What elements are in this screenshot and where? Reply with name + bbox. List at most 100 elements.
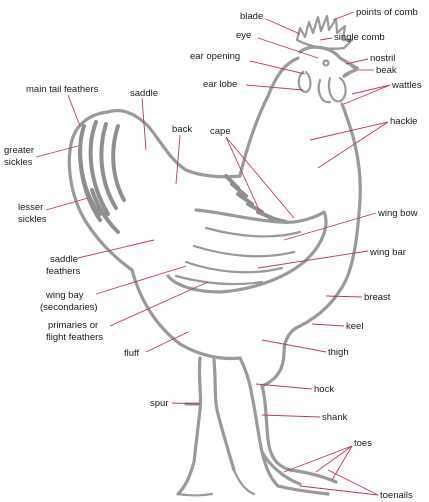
leader-wattles-1	[351, 84, 391, 95]
leader-toes-2	[315, 445, 353, 473]
labels: blade points of comb eye single comb ear…	[4, 7, 422, 501]
leader-blade	[265, 18, 301, 35]
leader-wattles-2	[343, 84, 391, 105]
label-ear-opening: ear opening	[190, 51, 240, 62]
label-fluff: fluff	[124, 348, 140, 359]
tail-outer	[67, 110, 134, 272]
label-wattles: wattles	[391, 80, 422, 91]
label-saddle-feathers-2: feathers	[46, 266, 81, 277]
sickle-feather-5	[78, 148, 102, 216]
wattle-inner	[317, 78, 332, 104]
label-blade: blade	[240, 11, 263, 22]
right-leg-back	[260, 384, 292, 472]
leader-fluff	[145, 331, 189, 353]
wing-bow-line	[204, 226, 302, 238]
leader-saddle-feathers	[77, 239, 155, 259]
primaries-line	[174, 274, 264, 286]
leader-cape-2	[225, 136, 295, 219]
label-greater-sickles-1: greater	[4, 145, 34, 156]
wing-bay-line	[184, 260, 284, 274]
leader-wing-bar	[257, 250, 369, 269]
neck-back	[238, 56, 300, 178]
leader-hackle-2	[317, 121, 389, 169]
wattles-shape	[327, 76, 347, 103]
sickle-feather-6	[90, 188, 120, 234]
label-toenails: toenails	[380, 490, 413, 501]
leader-wing-bow	[283, 212, 377, 241]
label-primaries-2: flight feathers	[46, 332, 103, 343]
leader-back	[175, 134, 181, 185]
leader-toes-1	[283, 445, 353, 473]
label-keel: keel	[346, 321, 363, 332]
belly-outline	[130, 268, 242, 361]
label-main-tail-feathers: main tail feathers	[26, 84, 99, 95]
leader-toenails-1	[299, 485, 379, 496]
sickle-feather-4	[111, 124, 126, 202]
leader-points-of-comb	[332, 11, 355, 21]
label-greater-sickles-2: sickles	[4, 157, 33, 168]
neck-front	[340, 102, 362, 282]
leader-toenails-2	[327, 469, 379, 496]
wing-bar-line	[192, 244, 296, 258]
label-single-comb: single comb	[334, 32, 385, 43]
cape-feather-2	[230, 182, 248, 198]
leader-ear-lobe	[245, 84, 304, 91]
cape-feather-3	[236, 192, 254, 206]
label-back: back	[172, 124, 192, 135]
leader-wing-bay	[95, 265, 187, 295]
leader-hock	[255, 383, 313, 390]
label-shank: shank	[322, 412, 348, 423]
label-beak: beak	[376, 65, 397, 76]
label-toes: toes	[354, 438, 372, 449]
leader-toes-3	[331, 445, 353, 481]
leader-keel	[311, 323, 345, 327]
leader-breast	[325, 295, 363, 298]
toes-shape	[260, 450, 338, 496]
leader-thigh	[261, 339, 327, 353]
sickle-feather-2	[88, 120, 110, 216]
label-saddle: saddle	[130, 88, 158, 99]
label-wing-bay-1: wing bay	[45, 290, 84, 301]
leader-nostril	[345, 58, 369, 65]
label-lesser-sickles-1: lesser	[18, 202, 43, 213]
label-primaries-1: primaries or	[48, 320, 98, 331]
back-outline	[106, 108, 242, 179]
label-cape: cape	[210, 126, 231, 137]
label-saddle-feathers-1: saddle	[50, 254, 78, 265]
left-leg-back	[212, 358, 236, 472]
leader-main-tail-feathers	[67, 94, 81, 127]
left-leg	[176, 356, 203, 496]
label-nostril: nostril	[370, 53, 395, 64]
right-leg	[238, 356, 280, 488]
leader-cape-1	[225, 136, 261, 213]
leader-hackle-1	[309, 121, 389, 141]
label-breast: breast	[364, 292, 391, 303]
leader-shank	[261, 414, 321, 418]
sickle-feather-3	[99, 122, 118, 210]
back-foot	[176, 468, 256, 497]
leader-single-comb	[319, 37, 333, 41]
leader-lines	[35, 11, 391, 496]
leader-eye	[257, 37, 319, 59]
label-wing-bow: wing bow	[377, 208, 418, 219]
label-lesser-sickles-2: sickles	[18, 214, 47, 225]
leader-saddle	[141, 97, 147, 151]
label-wing-bar: wing bar	[369, 247, 406, 258]
eye-shape	[322, 59, 330, 67]
leader-ear-opening	[249, 60, 306, 75]
wing-outline	[166, 208, 328, 294]
label-eye: eye	[236, 30, 251, 41]
label-wing-bay-2: (secondaries)	[40, 302, 98, 313]
label-hackle: hackle	[390, 116, 417, 127]
leader-greater-sickles	[35, 145, 79, 158]
label-thigh: thigh	[328, 347, 349, 358]
leader-lesser-sickles	[45, 197, 89, 211]
label-hock: hock	[314, 384, 334, 395]
ear-lobe-shape	[297, 70, 312, 94]
leader-primaries	[109, 281, 209, 327]
beak-shape	[338, 56, 360, 79]
leader-spur	[171, 402, 201, 405]
breast-outline	[260, 278, 348, 388]
